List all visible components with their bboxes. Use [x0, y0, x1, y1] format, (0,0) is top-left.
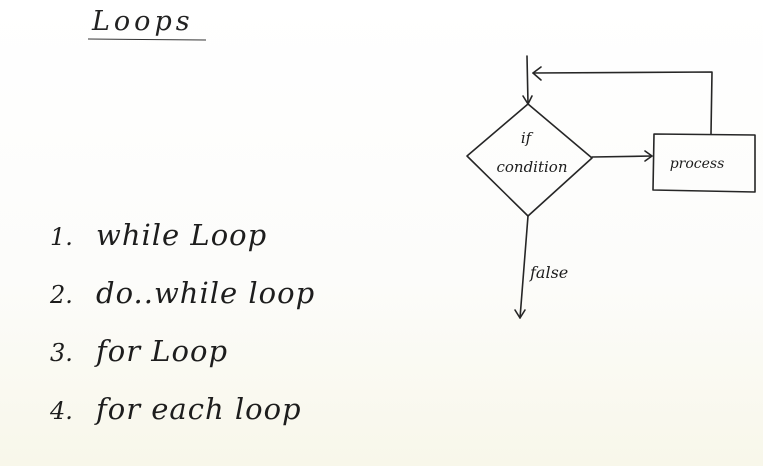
list-item-number: 1. [50, 223, 73, 251]
list-item-number: 4. [50, 397, 73, 425]
list-item-number: 2. [50, 281, 73, 309]
list-item: 3. for Loop [50, 334, 315, 392]
process-label: process [670, 156, 725, 172]
loop-types-list: 1. while Loop 2. do..while loop 3. for L… [50, 218, 315, 450]
false-label: false [529, 263, 568, 282]
false-branch-line [519, 215, 529, 319]
page-title: Loops [92, 6, 194, 37]
list-item-label: while Loop [96, 218, 268, 252]
true-branch-arrow [591, 155, 653, 158]
false-branch-arrowhead [514, 309, 526, 319]
list-item-label: for each loop [96, 392, 302, 426]
list-item: 4. for each loop [50, 392, 315, 450]
list-item-label: do..while loop [96, 276, 316, 310]
condition-label-line1: if [521, 129, 534, 147]
entry-line [526, 55, 529, 105]
true-branch-arrowhead [644, 150, 653, 162]
list-item: 1. while Loop [50, 218, 315, 276]
list-item-label: for Loop [96, 334, 229, 368]
condition-label-line2: condition [496, 158, 567, 176]
process-box [652, 133, 756, 193]
loop-back-arrowhead [532, 66, 542, 81]
list-item-number: 3. [50, 339, 73, 367]
loop-back-line [532, 71, 713, 135]
list-item: 2. do..while loop [50, 276, 315, 334]
